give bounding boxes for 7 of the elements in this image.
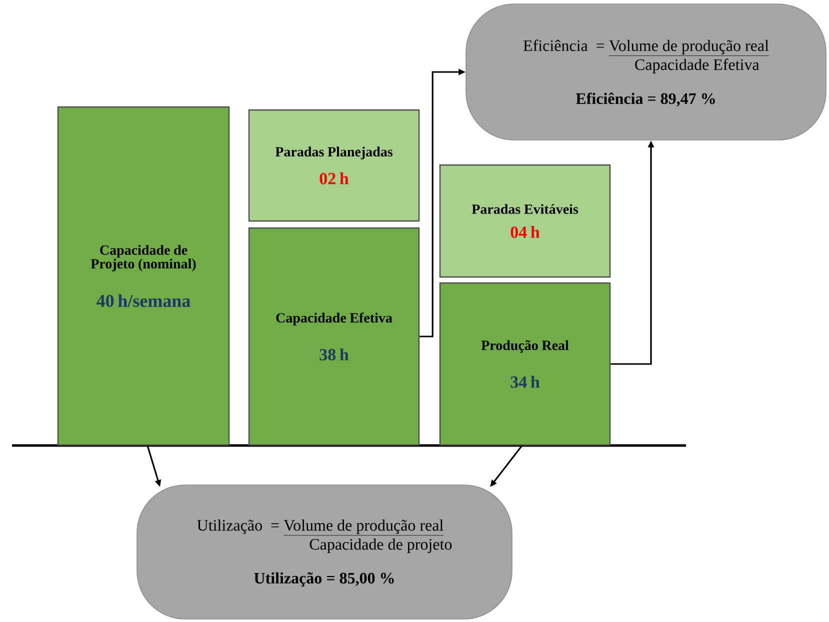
downtime-box: Paradas Planejadas 02 h	[248, 109, 420, 222]
capacity-bar: Produção Real 34 h	[439, 282, 611, 446]
capacity-bar: Capacidade de Projeto (nominal) 40 h/semana	[57, 106, 230, 446]
capacity-bar: Capacidade Efetiva 38 h	[248, 227, 420, 446]
downtime-box: Paradas Evitáveis 04 h	[439, 164, 611, 278]
formula-box: Utilização = Volume de produção real Capacidade de projeto Utilização = 85,00 %	[136, 484, 512, 620]
formula-box: Eficiência = Volume de produção real Capacidade Efetiva Eficiência = 89,47 %	[466, 4, 826, 140]
